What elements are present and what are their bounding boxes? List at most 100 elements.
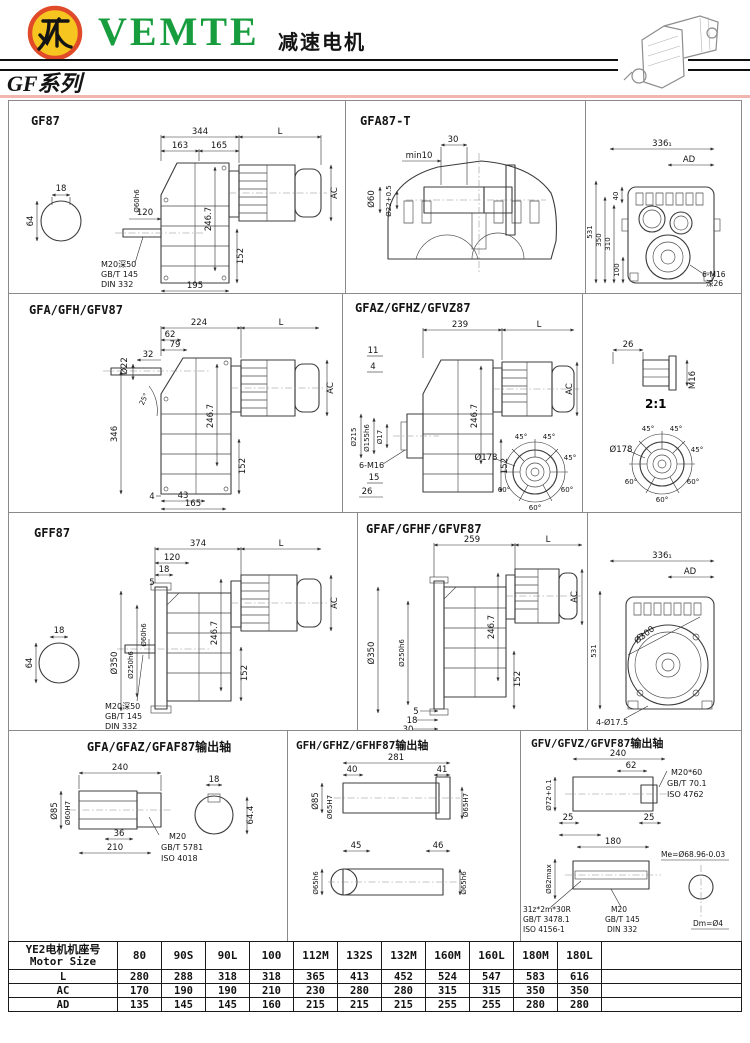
spec-value: 135 bbox=[117, 997, 162, 1012]
dim-152: 152 bbox=[240, 665, 250, 681]
spec-value: 215 bbox=[293, 997, 338, 1012]
logo-circle bbox=[27, 5, 83, 61]
dim-62: 62 bbox=[165, 330, 176, 340]
note-tap: M20深50 bbox=[101, 260, 136, 269]
dimension-lines bbox=[550, 757, 729, 930]
empty-cell bbox=[601, 997, 742, 1012]
dim-key-width: 18 bbox=[56, 184, 67, 194]
dim-350: 350 bbox=[595, 233, 603, 246]
angle-60: 60° bbox=[656, 496, 668, 504]
spec-value: 255 bbox=[469, 997, 514, 1012]
angle-45: 45° bbox=[543, 433, 555, 441]
dim-336: 336₁ bbox=[652, 139, 672, 149]
dim-40: 40 bbox=[612, 192, 620, 201]
angle-45: 45° bbox=[670, 425, 682, 433]
dim-210: 210 bbox=[107, 843, 123, 853]
housing-top-view bbox=[387, 153, 557, 273]
panel-rear-view-bottom: 336₁ AD 531 Ø300 4-Ø17.5 bbox=[588, 513, 741, 731]
dim-L: L bbox=[279, 318, 284, 328]
empty-cell bbox=[601, 983, 742, 998]
dim-152: 152 bbox=[236, 248, 246, 264]
note-gbt701: GB/T 70.1 bbox=[667, 779, 707, 788]
note-gbt: GB/T 5781 bbox=[161, 843, 203, 852]
dim-4: 4 bbox=[370, 362, 375, 372]
spec-value: 215 bbox=[381, 997, 426, 1012]
panel-shaft-gfh: GFH/GFHZ/GFHF87输出轴 281 40 41 Ø85 Ø65H7 Ø… bbox=[288, 731, 521, 941]
spec-value: 350 bbox=[513, 983, 558, 998]
dim-246-7: 246.7 bbox=[470, 404, 480, 428]
row-label: AD bbox=[8, 997, 118, 1012]
drawing-shaft-a: GFA/GFAZ/GFAF87输出轴 240 Ø85 Ø60H7 36 210 … bbox=[49, 739, 256, 863]
note-iso4762: ISO 4762 bbox=[667, 790, 704, 799]
dim-100: 100 bbox=[613, 263, 621, 276]
dim-65H7: Ø65H7 bbox=[326, 795, 334, 819]
panel-title: GFV/GFVZ/GFVF87输出轴 bbox=[531, 736, 663, 750]
page-header: VEMTE 减速电机 GF系列 bbox=[0, 0, 750, 100]
dim-155: Ø155h6 bbox=[363, 424, 371, 452]
panel-gfa87t: GFA87-T 30 min10 Ø60 Ø22+0.5 bbox=[346, 101, 586, 294]
angle-45: 45° bbox=[642, 425, 654, 433]
row-label: AC bbox=[8, 983, 118, 998]
dim-min10: min10 bbox=[406, 151, 433, 161]
dim-L: L bbox=[279, 539, 284, 549]
dim-350: Ø350 bbox=[366, 642, 377, 665]
motor-frame-column-header: 112M bbox=[293, 941, 338, 970]
dim-246-7: 246.7 bbox=[210, 621, 220, 645]
spec-value: 524 bbox=[425, 969, 470, 984]
dim-L: L bbox=[537, 320, 542, 330]
dim-120: 120 bbox=[137, 208, 153, 218]
dim-246-7: 246.7 bbox=[206, 404, 216, 428]
motor-frame-column-header: 100 bbox=[249, 941, 294, 970]
dim-374: 374 bbox=[190, 539, 206, 549]
panel-shaft-gfv: GFV/GFVZ/GFVF87输出轴 Ø72+0.1 bbox=[521, 731, 741, 941]
dim-72: Ø72+0.1 bbox=[545, 779, 553, 810]
dim-40: 40 bbox=[347, 765, 358, 775]
dim-152: 152 bbox=[513, 671, 523, 687]
motor-frame-column-header: 90S bbox=[161, 941, 206, 970]
dimension-lines bbox=[594, 147, 715, 284]
dim-246-7: 246.7 bbox=[487, 615, 497, 639]
panel-title: GFA/GFH/GFV87 bbox=[29, 303, 123, 317]
flange-view bbox=[626, 431, 695, 495]
dim-key-width: 18 bbox=[54, 626, 65, 636]
spec-value: 160 bbox=[249, 997, 294, 1012]
note-gbt: GB/T 145 bbox=[105, 712, 142, 721]
dim-85: Ø85 bbox=[310, 792, 321, 810]
dim-22: Ø22+0.5 bbox=[385, 185, 393, 216]
angle-60: 60° bbox=[498, 486, 510, 494]
dim-346: 346 bbox=[110, 426, 120, 442]
header-divider bbox=[0, 59, 618, 71]
dim-259: 259 bbox=[464, 535, 480, 545]
drawing-board: GF87 18 64 bbox=[8, 100, 742, 942]
header-divider-right bbox=[688, 59, 750, 71]
gearbox-geometry bbox=[117, 574, 327, 714]
dim-531: 531 bbox=[586, 225, 594, 238]
dim-531: 531 bbox=[590, 644, 598, 657]
note-depth: 深26 bbox=[706, 279, 723, 288]
panel-title: GFAF/GFHF/GFVF87 bbox=[366, 522, 482, 536]
note-bolts: 6-M16 bbox=[702, 270, 726, 279]
flange-view bbox=[492, 439, 568, 503]
spec-value: 365 bbox=[293, 969, 338, 984]
spec-value: 255 bbox=[425, 997, 470, 1012]
dim-11: 11 bbox=[368, 346, 379, 356]
empty-header-cell bbox=[601, 941, 742, 970]
housing-rear-view bbox=[621, 186, 721, 284]
dim-344: 344 bbox=[192, 127, 208, 137]
series-title: GF系列 bbox=[7, 71, 82, 96]
motor-frame-column-header: 132S bbox=[337, 941, 382, 970]
angle-45: 45° bbox=[564, 454, 576, 462]
dim-36: 36 bbox=[114, 829, 125, 839]
drawing-gfa: GFA/GFH/GFV87 bbox=[29, 303, 336, 511]
panel-gf87: GF87 18 64 bbox=[9, 101, 346, 294]
dim-dm: Dm=Ø4 bbox=[693, 919, 723, 928]
dim-5: 5 bbox=[413, 707, 418, 717]
dim-AD: AD bbox=[684, 567, 697, 577]
product-thumbnail bbox=[623, 15, 719, 89]
dim-L: L bbox=[278, 127, 283, 137]
dim-26: 26 bbox=[362, 487, 373, 497]
drawing-gff87: GFF87 18 64 bbox=[25, 526, 340, 730]
spec-value: 210 bbox=[249, 983, 294, 998]
